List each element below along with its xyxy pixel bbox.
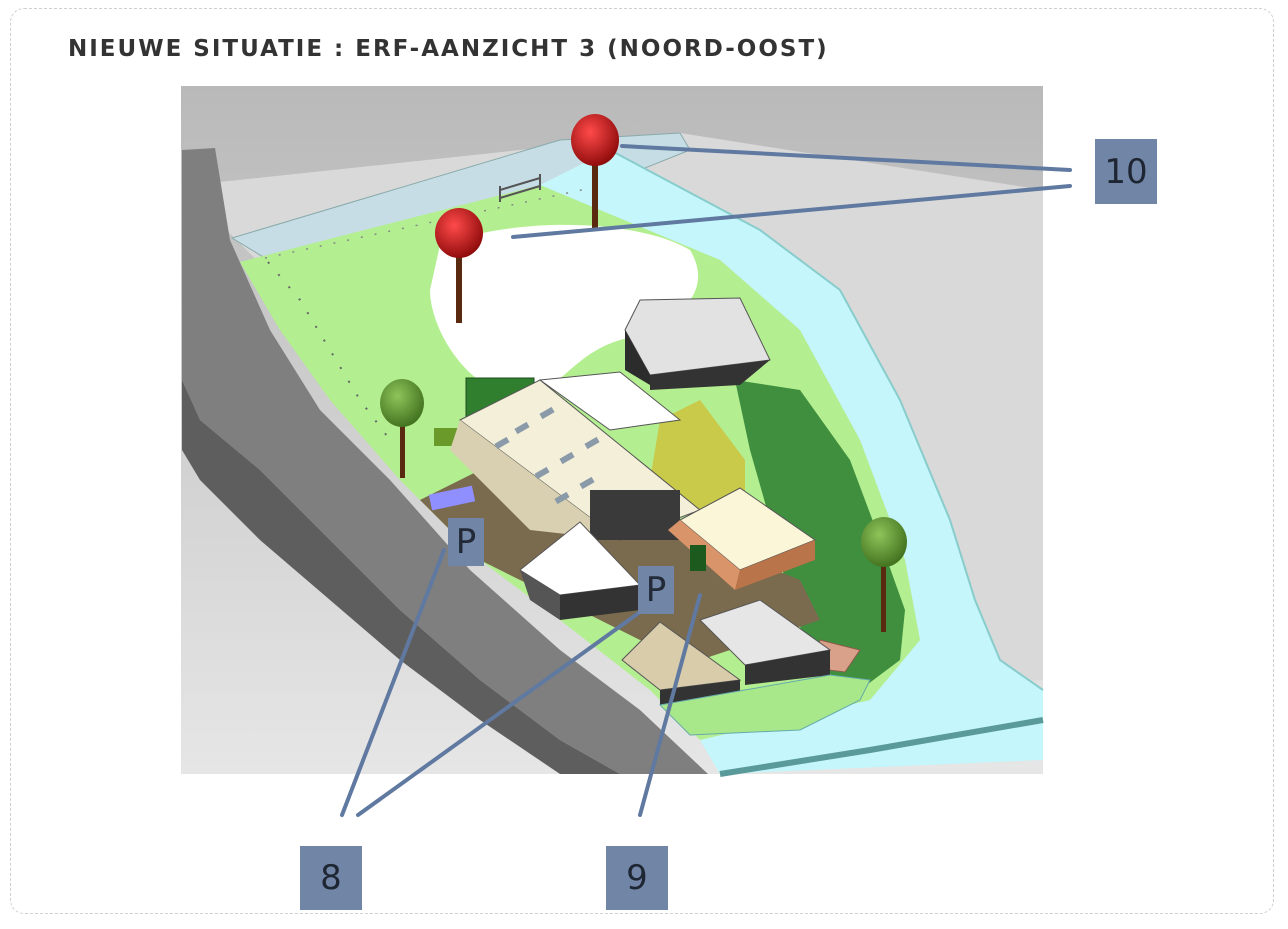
slide-frame — [10, 8, 1274, 914]
fence-top — [264, 185, 601, 259]
parking-marker-1: P — [448, 518, 484, 566]
callout-9: 9 — [606, 846, 668, 910]
pool — [428, 485, 476, 511]
callout-8: 8 — [300, 846, 362, 910]
callout-10: 10 — [1095, 139, 1157, 204]
green-tree-2 — [861, 517, 907, 632]
page-title: NIEUWE SITUATIE : ERF-AANZICHT 3 (NOORD-… — [68, 36, 829, 62]
road — [182, 148, 708, 774]
white-field — [430, 224, 699, 395]
parking-marker-2: P — [638, 566, 674, 614]
grass-strip — [658, 674, 871, 736]
water-channel — [540, 150, 1043, 774]
green-tree-1 — [380, 379, 424, 478]
red-tree-2 — [435, 208, 483, 323]
pavilion-bottom-right — [699, 599, 832, 685]
barn-upper — [624, 297, 771, 390]
grass-bank — [735, 380, 905, 690]
gate-icon — [499, 174, 541, 202]
orange-shed — [668, 487, 817, 590]
main-farmhouse — [450, 371, 701, 541]
callout-leaders — [340, 144, 1072, 817]
yellow-patch — [650, 400, 745, 510]
water-edge-bottom — [719, 717, 1044, 777]
water-edge — [609, 149, 1044, 691]
fence — [267, 261, 391, 441]
pavilion-left — [519, 521, 642, 620]
red-tree-1 — [571, 114, 619, 230]
